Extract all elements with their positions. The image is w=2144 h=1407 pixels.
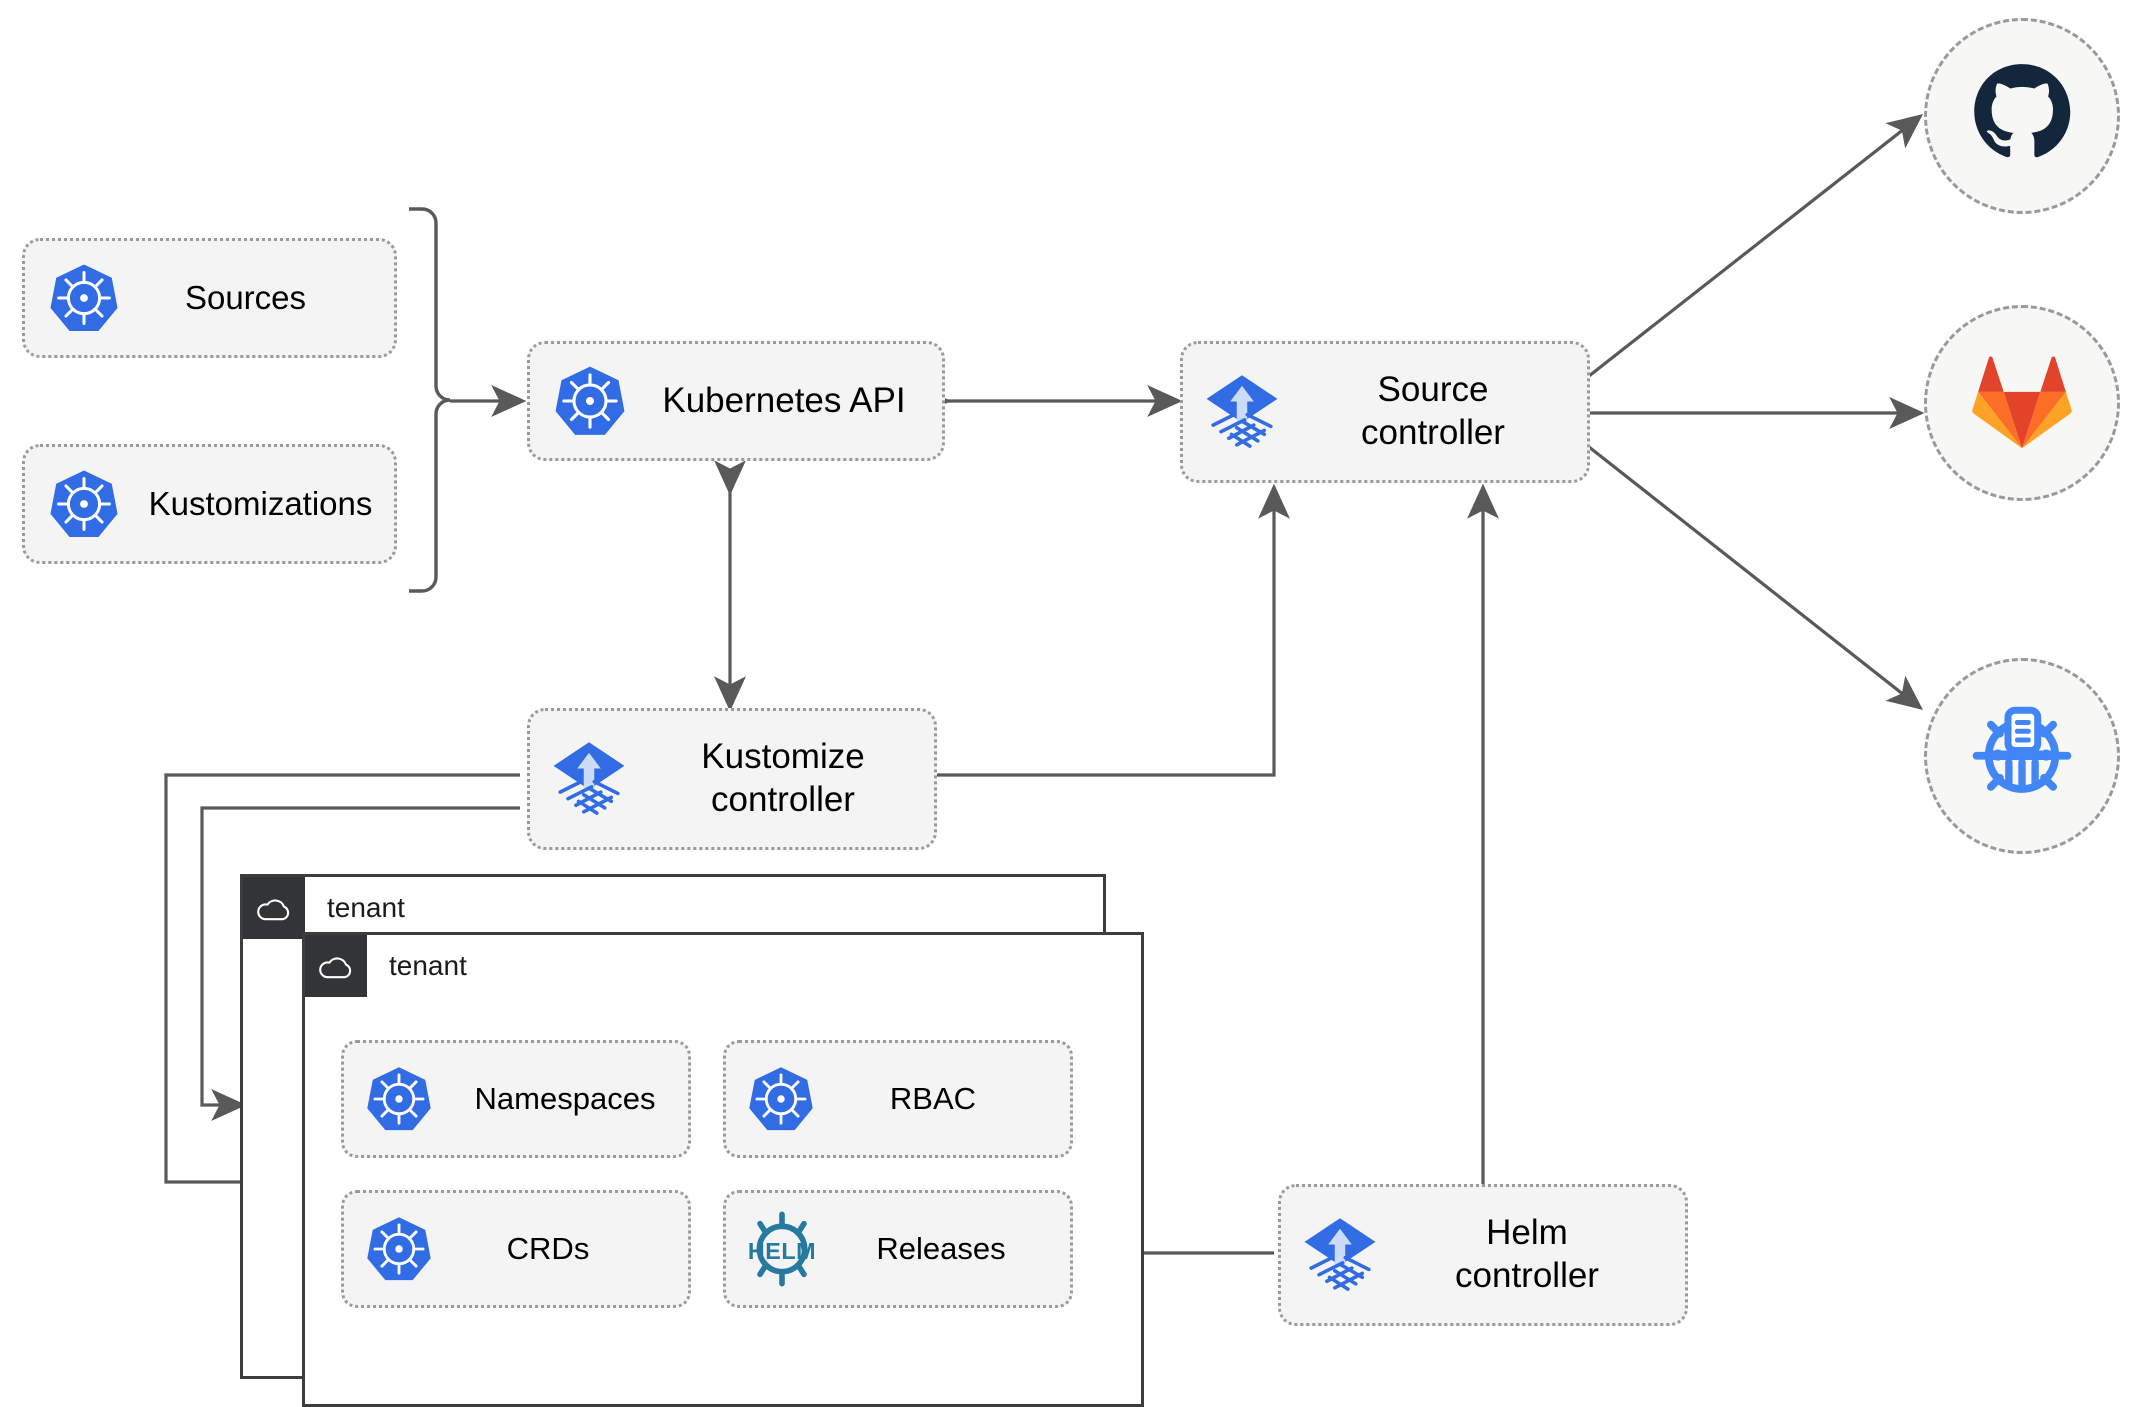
cloud-icon	[305, 935, 367, 997]
node-kubernetes-api[interactable]: Kubernetes API	[527, 341, 945, 461]
node-label-line1: Helm	[1486, 1213, 1568, 1253]
tenant-title-bar: tenant	[243, 877, 405, 939]
node-label-line2: controller	[1361, 413, 1505, 452]
cloud-icon	[243, 877, 305, 939]
tenant-title-bar: tenant	[305, 935, 467, 997]
tenant-frame-front[interactable]: tenant Namespaces	[302, 932, 1144, 1407]
node-label-line1: Source	[1377, 370, 1489, 410]
node-label: Source controller	[1301, 369, 1587, 454]
tenant-label: tenant	[389, 950, 467, 981]
node-helm-controller[interactable]: Helm controller	[1278, 1184, 1688, 1326]
node-label: Kustomizations	[148, 484, 373, 522]
tenant-resource-namespaces[interactable]: Namespaces	[341, 1040, 691, 1158]
node-kustomize-controller[interactable]: Kustomize controller	[527, 708, 937, 850]
tenant-resource-releases[interactable]: HELM Releases	[723, 1190, 1073, 1308]
resource-label: RBAC	[889, 1081, 977, 1116]
kubernetes-icon	[726, 1064, 836, 1134]
flux-icon	[530, 737, 648, 821]
flux-icon	[1281, 1213, 1399, 1297]
kubernetes-icon	[530, 363, 650, 439]
resource-label: Releases	[876, 1231, 1006, 1266]
tenant-label: tenant	[327, 892, 405, 923]
node-source-controller[interactable]: Source controller	[1180, 341, 1590, 483]
provider-gitlab[interactable]	[1924, 305, 2120, 501]
node-kustomizations[interactable]: Kustomizations	[22, 444, 397, 564]
kubernetes-icon	[25, 261, 143, 335]
resource-label: CRDs	[506, 1231, 590, 1266]
node-label: Helm controller	[1399, 1212, 1685, 1297]
provider-github[interactable]	[1924, 18, 2120, 214]
kubernetes-icon	[344, 1214, 454, 1284]
kubernetes-icon	[344, 1064, 454, 1134]
tenant-resource-rbac[interactable]: RBAC	[723, 1040, 1073, 1158]
kubernetes-icon	[25, 467, 143, 541]
github-icon	[1970, 62, 2074, 171]
node-label: Kubernetes API	[662, 380, 906, 420]
tenant-resource-crds[interactable]: CRDs	[341, 1190, 691, 1308]
gitlab-icon	[1972, 353, 2072, 454]
resource-label: Namespaces	[474, 1081, 656, 1116]
node-label: Sources	[184, 278, 307, 316]
node-label: Kustomize controller	[648, 736, 934, 821]
helm-icon: HELM	[726, 1209, 838, 1289]
node-label-line2: controller	[1455, 1256, 1599, 1295]
flux-icon	[1183, 370, 1301, 454]
svg-text:HELM: HELM	[748, 1238, 816, 1264]
node-label-line1: Kustomize	[701, 737, 865, 777]
node-label-line2: controller	[711, 780, 855, 819]
node-sources[interactable]: Sources	[22, 238, 397, 358]
helm-repository-icon	[1966, 698, 2078, 815]
provider-helm-repository[interactable]	[1924, 658, 2120, 854]
